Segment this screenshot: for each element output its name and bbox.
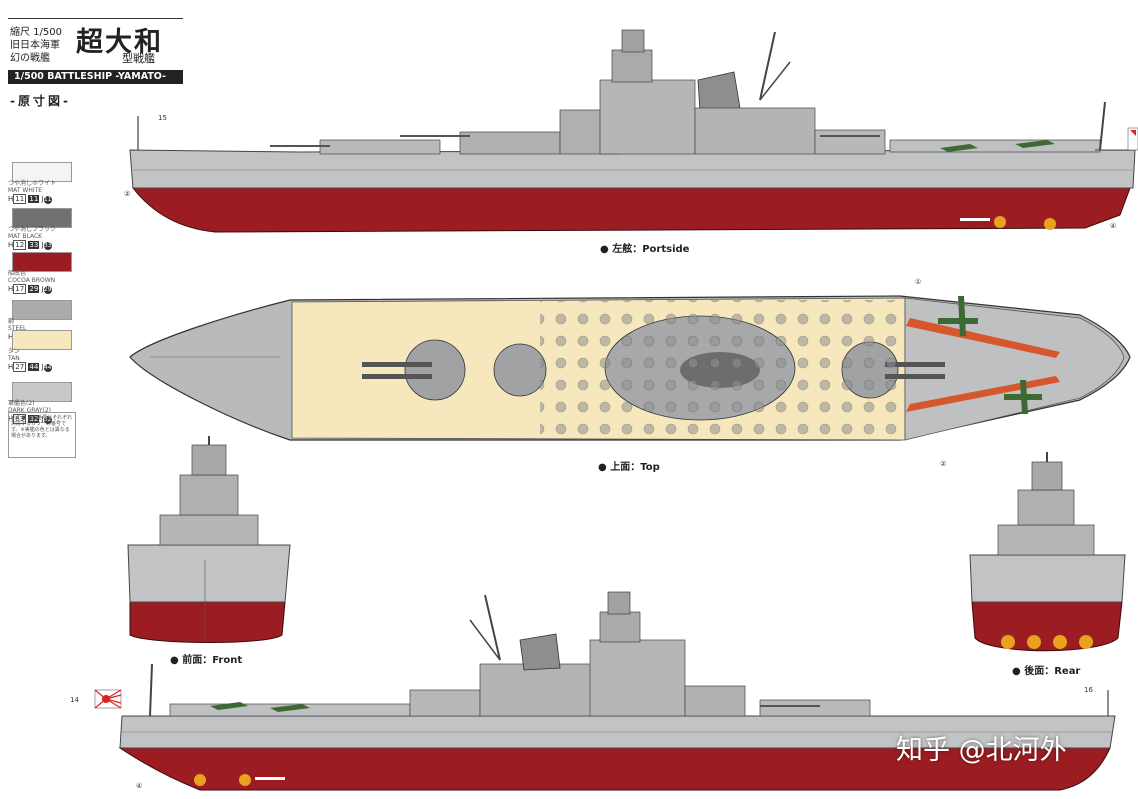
starboard-view [94, 591, 1116, 791]
legend-j-code: 32 [43, 416, 52, 424]
legend-jp: タン [8, 348, 21, 355]
caption-top: ● 上面：Top [598, 462, 660, 473]
page-subtitle: -原寸図- [10, 94, 71, 108]
legend-en: DARK GRAY(2) [8, 407, 52, 414]
legend-jp: つや消しブラック [8, 226, 57, 233]
legend-m-code: 29 [28, 285, 40, 293]
legend-swatch [12, 382, 72, 402]
callout-2b: ② [940, 460, 946, 468]
legend-en: MAT WHITE [8, 187, 43, 194]
legend-notes: H:C ■ ●の番号はそれぞれ対応するカラーの番号です。※実艦の色とは異なる場合… [8, 412, 76, 458]
rear-view [969, 452, 1126, 652]
legend-m-code: 11 [28, 195, 40, 203]
navy-label: 旧日本海軍 [10, 40, 60, 51]
callout-4a: ④ [1110, 222, 1116, 230]
callout-1: ① [915, 278, 921, 286]
legend-m-code: 33 [28, 241, 40, 249]
legend-h-code: 12 [13, 240, 27, 250]
legend-h-code: 11 [13, 194, 27, 204]
legend-swatch [12, 300, 72, 320]
callout-15: 15 [158, 114, 167, 122]
legend-j-code: 29 [43, 286, 52, 294]
portside-view [129, 29, 1138, 233]
legend-en: TAN [8, 355, 20, 362]
scale-label: 縮尺 1/500 [10, 27, 62, 38]
legend-en: STEEL [8, 325, 27, 332]
ship-name: 超大和 [76, 27, 163, 58]
legend-label: 軍艦色(2)DARK GRAY(2) [8, 400, 78, 414]
top-view [129, 295, 1131, 441]
legend-en: COCOA BROWN [8, 277, 56, 284]
ship-type: 型戦艦 [122, 52, 155, 65]
caption-rear: ● 後面：Rear [1012, 666, 1081, 677]
callout-2a: ② [124, 190, 130, 198]
legend-jp: 船底色 [8, 270, 27, 277]
legend-swatch [12, 252, 72, 272]
legend-h-code: 83 [13, 414, 27, 424]
legend-jp: つや消しホワイト [8, 180, 57, 187]
legend-swatch [12, 208, 72, 228]
legend-h-code: 17 [13, 284, 27, 294]
legend-j-code: 33 [43, 242, 52, 250]
legend-en: MAT BLACK [8, 233, 43, 240]
caption-portside: ● 左舷：Portside [600, 244, 690, 255]
title-rule [8, 18, 183, 19]
legend-h-code: 27 [13, 362, 27, 372]
caption-front: ● 前面：Front [170, 655, 243, 666]
phantom-label: 幻の戦艦 [10, 53, 50, 64]
legend-jp: 軍艦色(2) [8, 400, 35, 407]
legend-j-code: 11 [43, 196, 52, 204]
legend-swatch [12, 162, 72, 182]
callout-4b: ④ [136, 782, 142, 790]
legend-m-code: 44 [28, 363, 40, 371]
callout-14: 14 [70, 696, 79, 704]
legend-m-code: 32 [28, 415, 40, 423]
callout-16: 16 [1084, 686, 1093, 694]
watermark: 知乎 @北河外 [896, 735, 1067, 766]
front-view [127, 436, 291, 643]
legend-j-code: 44 [43, 364, 52, 372]
legend-jp: 鋼 [8, 318, 15, 325]
legend-swatch [12, 330, 72, 350]
title-banner: 1/500 BATTLESHIP -YAMATO- [8, 70, 183, 84]
